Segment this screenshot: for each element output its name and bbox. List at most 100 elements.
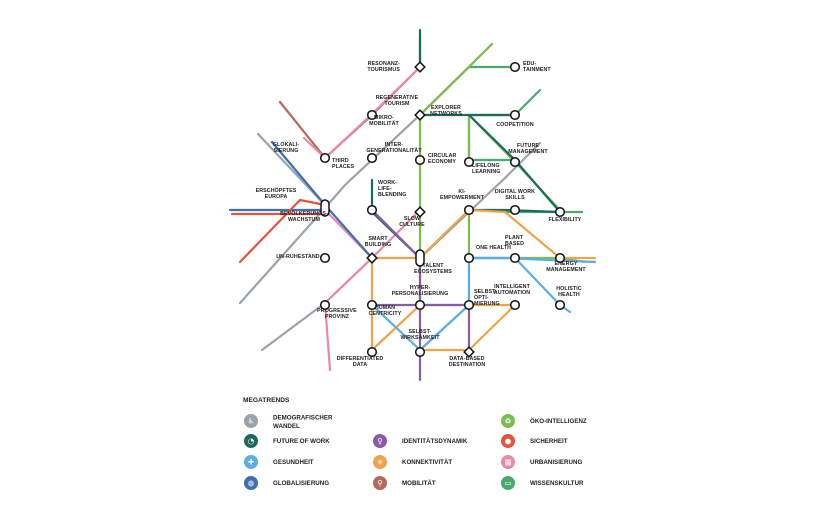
station-label-line: TAINMENT [523, 67, 551, 73]
station-marker-resonanz [414, 61, 426, 73]
trend-line-urban-5 [302, 65, 422, 160]
station-label-bevoelkerung: BEVÖLKERUNGS-WACHSTUM [280, 210, 328, 223]
station-marker-regenerative [414, 109, 426, 121]
station-label-line: KI- [458, 189, 465, 195]
station-marker-plant [509, 252, 521, 264]
station-label-line: EMPOWERMENT [440, 195, 485, 201]
station-label-line: DESTINATION [449, 362, 486, 368]
legend-label-line: GLOBALISIERUNG [273, 480, 329, 487]
station-label-line: ECOSYSTEMS [414, 269, 452, 275]
station-label-unruhe: UN-RUHESTAND [276, 254, 320, 260]
station-label-line: GLOKALI- [273, 142, 300, 148]
station-label-line: BUILDING [365, 242, 391, 248]
station-marker-edutainment [509, 61, 521, 73]
legend-label-line: DEMOGRAFISCHER [273, 415, 333, 422]
station-marker-human [366, 299, 378, 311]
legend-label-line: GESUNDHEIT [273, 459, 314, 466]
station-label-line: MIKRO- [374, 115, 394, 121]
station-label-line: DATA [353, 362, 367, 368]
legend-label: WISSENSKULTUR [530, 480, 584, 487]
legend-label-line: IDENTITÄTSDYNAMIK [402, 438, 468, 445]
station-marker-mikro [366, 109, 378, 121]
station-label-line: COOPETITION [496, 122, 534, 128]
station-label-line: DIFFERENTIATED [337, 356, 384, 362]
station-label-ki: KI-EMPOWERMENT [440, 189, 485, 201]
legend-label: MOBILITÄT [402, 480, 436, 487]
station-label-inter: INTER-GENERATIONALITÄT [366, 142, 422, 154]
station-label-line: HOLISTIC [556, 286, 582, 292]
station-marker-intelligent [509, 299, 521, 311]
station-label-line: HYPER- [410, 285, 431, 291]
person-cane-icon [244, 414, 258, 428]
identity-icon [373, 434, 387, 448]
trend-line-health-29 [370, 256, 471, 352]
work-arc-icon [244, 434, 258, 448]
trend-line-health-32 [467, 256, 597, 264]
station-label-line: PROVINZ [325, 314, 350, 320]
station-label-line: THIRD [332, 158, 349, 164]
trend-line-konn-23 [370, 208, 597, 352]
station-label-line: ECONOMY [428, 159, 456, 165]
station-marker-inter [366, 152, 378, 164]
legend-label: GESUNDHEIT [273, 459, 314, 466]
station-marker-coopetition [509, 109, 521, 121]
station-label-onehealth: ONE HEALTH [476, 245, 511, 251]
station-label-line: BEVÖLKERUNGS- [280, 210, 328, 217]
station-label-line: FLEXIBILITY [549, 217, 582, 223]
trend-line-wiss-13 [467, 88, 542, 117]
trend-line-oeko-16 [418, 42, 494, 260]
station-label-selbstopt: SELBST-OPTI-MIERUNG [474, 289, 500, 307]
station-marker-talent [415, 249, 425, 267]
station-label-line: MIERUNG [474, 301, 500, 307]
station-label-line: SLOW [404, 216, 420, 222]
station-label-line: MOBILITÄT [369, 120, 399, 127]
station-marker-digital [509, 204, 521, 216]
station-label-line: GENERATIONALITÄT [366, 147, 422, 154]
legend-label-line: MOBILITÄT [402, 480, 436, 487]
station-marker-hyper [414, 299, 426, 311]
station-label-line: WIRKSAMKEIT [400, 335, 440, 341]
station-marker-lifelong [463, 156, 475, 168]
recycle-icon-glyph: ♻ [505, 417, 512, 426]
station-label-line: CIRCULAR [428, 153, 457, 159]
station-label-line: CENTRICITY [369, 311, 402, 317]
legend-item: ✳KONNEKTIVITÄT [373, 455, 452, 469]
person-cane-icon-glyph: ♿ [248, 417, 255, 426]
health-gear-icon [244, 455, 258, 469]
station-label-line: SIERUNG [274, 148, 299, 154]
station-label-line: NETWORKS [430, 111, 462, 117]
legend-label-line: WISSENSKULTUR [530, 480, 584, 487]
station-label-line: DIGITAL WORK [495, 189, 535, 195]
station-label-line: UN-RUHESTAND [276, 254, 320, 260]
legend-label-line: FUTURE OF WORK [273, 438, 330, 445]
station-label-line: REGENERATIVE [376, 95, 419, 101]
station-label-hyper: HYPER-PERSONALISIERUNG [392, 285, 449, 297]
station-marker-slow [414, 206, 426, 218]
lock-icon-glyph: ● [505, 437, 512, 446]
legend-label-line: SICHERHEIT [530, 438, 568, 445]
station-marker-circular [414, 154, 426, 166]
station-label-line: BLENDING [378, 192, 406, 198]
network-icon [373, 455, 387, 469]
legend-label: SICHERHEIT [530, 438, 568, 445]
legend-item: ⚲MOBILITÄT [373, 476, 436, 490]
station-label-line: INTELLIGENT [494, 284, 530, 290]
station-label-flexibility: FLEXIBILITY [549, 217, 582, 223]
station-label-line: SELBST- [408, 329, 431, 335]
station-label-line: EUROPA [265, 194, 288, 200]
station-label-line: TALENT [422, 263, 444, 269]
station-label-line: OPTI- [474, 295, 489, 301]
station-label-selbstwirk: SELBST-WIRKSAMKEIT [400, 329, 440, 341]
station-label-line: WACHSTUM [288, 217, 320, 223]
legend-label: KONNEKTIVITÄT [402, 459, 452, 466]
station-marker-onehealth [463, 252, 475, 264]
